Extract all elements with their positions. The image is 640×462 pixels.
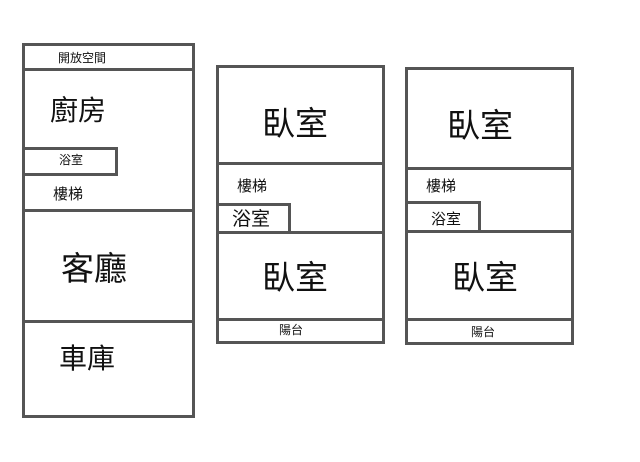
floor1-bathroom-right-wall: [115, 147, 118, 176]
floor3-outer-top-wall: [405, 67, 574, 70]
room-label-garage: 車庫: [59, 342, 116, 375]
floor2-outer-bottom-wall: [216, 341, 385, 344]
room-label-stairs: 樓梯: [237, 177, 268, 195]
room-label-bedroom-top: 臥室: [447, 106, 513, 145]
floor1-outer-left-wall: [22, 43, 25, 418]
floor3-outer-left-wall: [405, 67, 408, 345]
floor1-outer-bottom-wall: [22, 415, 195, 418]
floor2-bathroom-right-wall: [288, 203, 291, 234]
room-label-bathroom: 浴室: [431, 210, 462, 228]
floor1-outer-right-wall: [192, 43, 195, 418]
floor3-bathroom-top-wall: [405, 201, 481, 204]
room-label-balcony: 陽台: [471, 325, 496, 339]
floor1-outer-top-wall: [22, 43, 195, 46]
room-label-stairs: 樓梯: [53, 185, 84, 203]
floor1-garage-top-wall: [22, 320, 195, 323]
floor2-outer-right-wall: [382, 65, 385, 344]
room-label-bedroom-bottom: 臥室: [452, 258, 518, 297]
floor3-bedroom-divider: [405, 167, 574, 170]
floor2-lower-bedroom-top-wall: [216, 231, 385, 234]
room-label-bathroom: 浴室: [59, 153, 84, 167]
floor1-bathroom-top-wall: [22, 147, 118, 150]
floor2-bedroom-divider: [216, 162, 385, 165]
room-label-bedroom-top: 臥室: [262, 104, 328, 143]
floor3-balcony-top-wall: [405, 318, 574, 321]
floor3-outer-bottom-wall: [405, 342, 574, 345]
floor2-balcony-top-wall: [216, 318, 385, 321]
floor1-bathroom-bottom-wall: [22, 173, 118, 176]
floor1-open-space-divider: [22, 68, 195, 71]
floor3-lower-bedroom-top-wall: [405, 230, 574, 233]
room-label-open-space: 開放空間: [58, 51, 107, 65]
floor2-outer-top-wall: [216, 65, 385, 68]
room-label-bathroom: 浴室: [232, 208, 271, 230]
floor3-bathroom-right-wall: [478, 201, 481, 233]
floor3-outer-right-wall: [571, 67, 574, 345]
room-label-balcony: 陽台: [279, 323, 304, 337]
room-label-bedroom-bottom: 臥室: [262, 258, 328, 297]
floor1-living-room-top-wall: [22, 209, 195, 212]
room-label-living-room: 客廳: [61, 249, 127, 288]
room-label-kitchen: 廚房: [50, 94, 107, 127]
room-label-stairs: 樓梯: [426, 177, 457, 195]
floor2-bathroom-top-wall: [216, 203, 291, 206]
